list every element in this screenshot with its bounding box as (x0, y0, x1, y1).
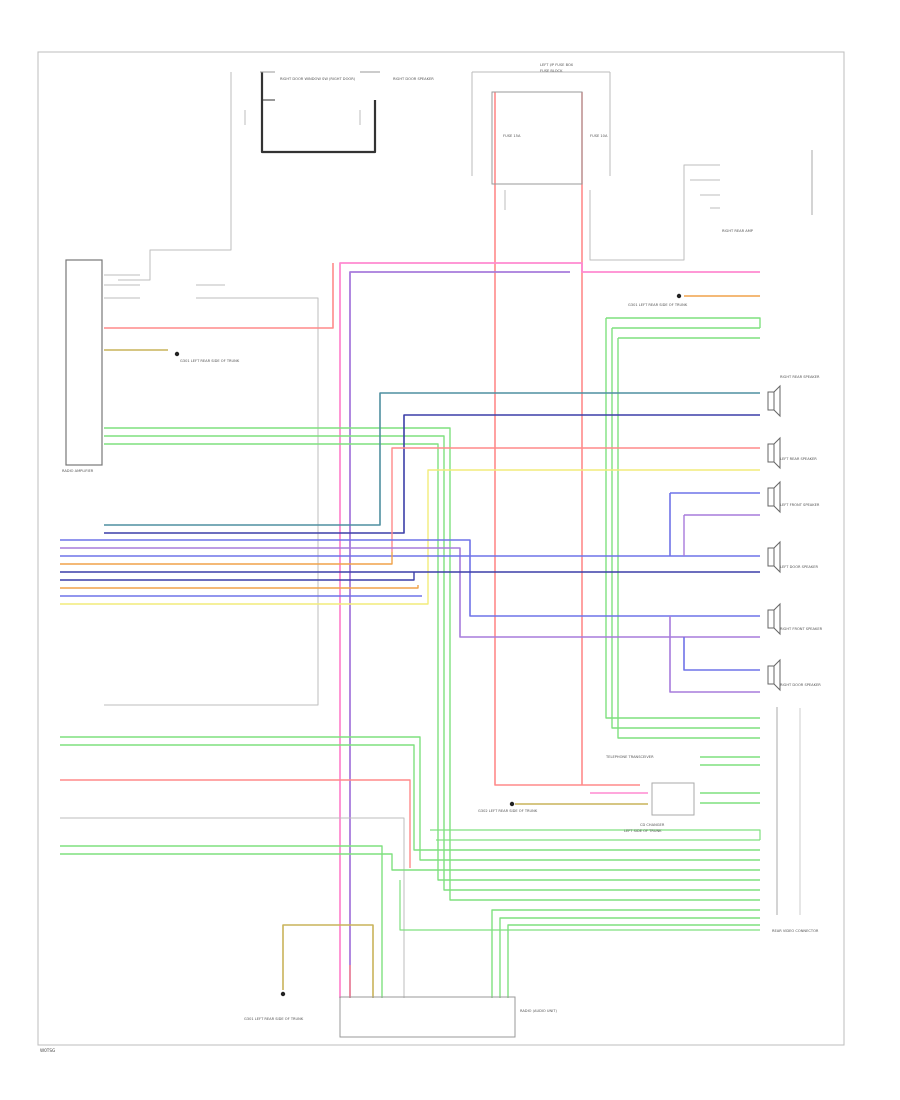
bottom-module-box (339, 996, 516, 1038)
label-ground-bottom: G301 LEFT REAR SIDE OF TRUNK (244, 1017, 304, 1021)
wire-green-28 (104, 427, 760, 901)
speaker-3-icon (767, 480, 781, 514)
label-fuse-box: LEFT I/P FUSE BOX (540, 63, 574, 67)
wire-violet-18 (349, 271, 570, 998)
wire-violet-36 (60, 547, 760, 638)
wire-green-55 (60, 853, 760, 871)
wire-green-63 (430, 829, 761, 840)
diagram-border (37, 51, 845, 1046)
wire-green-22 (606, 317, 761, 328)
label-fuse-b: FUSE 10A (590, 134, 608, 138)
wire-green-69 (507, 924, 760, 998)
wire-yellow-34 (427, 469, 760, 598)
wire-gray-13 (589, 164, 720, 261)
wire-red-10 (494, 92, 640, 786)
ground-top-icon (676, 293, 682, 299)
speaker-6-icon (767, 658, 781, 692)
wire-black-0 (260, 72, 377, 154)
wire-gray-9 (104, 297, 319, 706)
label-top-left-sw-b: RIGHT DOOR SPEAKER (393, 77, 434, 81)
label-spk-2: LEFT REAR SPEAKER (780, 457, 817, 461)
wire-blue-49 (683, 637, 760, 671)
ground-mid-icon (509, 801, 515, 807)
label-cd-sub: LEFT SIDE OF TRUNK (624, 829, 662, 833)
wires-layer (60, 72, 761, 998)
label-ground-mid: G302 LEFT REAR SIDE OF TRUNK (478, 809, 538, 813)
wire-green-30 (104, 443, 760, 881)
left-module-box (65, 259, 103, 466)
fuse-block-box (491, 91, 583, 185)
label-spk-6: RIGHT DOOR SPEAKER (780, 683, 821, 687)
wire-red-52 (60, 779, 411, 868)
label-ground-top: G301 LEFT REAR SIDE OF TRUNK (628, 303, 688, 307)
speaker-4-icon (767, 540, 781, 574)
wire-green-68 (499, 917, 760, 998)
wire-green-29 (104, 435, 760, 891)
label-ground-left: G301 LEFT REAR SIDE OF TRUNK (180, 359, 240, 363)
wire-green-54 (60, 845, 383, 998)
wire-gray-53 (60, 817, 405, 998)
wire-blue-35 (60, 539, 760, 617)
wire-green-67 (491, 909, 760, 998)
wire-pink-17 (339, 262, 760, 998)
wire-navy-40 (60, 572, 415, 581)
wire-violet-48 (669, 616, 760, 693)
wire-green-56 (399, 880, 760, 931)
label-right-conn: REAR VIDEO CONNECTOR (772, 929, 819, 933)
label-fuse-box-sub: FUSE BLOCK (540, 69, 563, 73)
speaker-2-icon (767, 436, 781, 470)
label-cd: CD CHANGER (640, 823, 665, 827)
cd-changer-box (651, 782, 695, 816)
wire-green-25 (611, 328, 760, 729)
label-bottom-module: RADIO (AUDIO UNIT) (520, 1009, 557, 1013)
wire-navy-32 (104, 414, 760, 534)
label-right-top-unit: RIGHT REAR AMP (722, 229, 754, 233)
label-fuse-a: FUSE 15A (503, 134, 521, 138)
label-spk-1: RIGHT REAR SPEAKER (780, 375, 820, 379)
wire-green-51 (60, 744, 760, 851)
wire-green-50 (60, 736, 760, 861)
wire-olive-65 (282, 924, 374, 998)
wire-green-26 (617, 338, 760, 739)
label-telephone: TELEPHONE TRANSCEIVER (605, 755, 654, 759)
wire-green-24 (605, 318, 760, 719)
label-spk-4: LEFT DOOR SPEAKER (780, 565, 818, 569)
label-spk-3: LEFT FRONT SPEAKER (780, 503, 820, 507)
ground-left-icon (174, 351, 180, 357)
components-layer (65, 71, 813, 1038)
label-top-left-sw-a: RIGHT DOOR WINDOW SW (RIGHT DOOR) (280, 77, 356, 81)
speaker-5-icon (767, 602, 781, 636)
wire-teal-31 (104, 392, 760, 526)
wire-red-33 (391, 447, 760, 552)
wire-yellow-43 (60, 598, 429, 605)
label-spk-5: RIGHT FRONT SPEAKER (780, 627, 823, 631)
ground-bottom-icon (280, 991, 286, 997)
speaker-1-icon (767, 384, 781, 418)
wire-orange-41 (60, 585, 419, 589)
label-left-module: RADIO AMPLIFIER (62, 469, 94, 473)
wire-orange-38 (60, 552, 393, 565)
wire-red-19 (104, 263, 334, 329)
wire-gray-2 (118, 72, 232, 281)
footer-code: W0TSG (40, 1048, 55, 1053)
